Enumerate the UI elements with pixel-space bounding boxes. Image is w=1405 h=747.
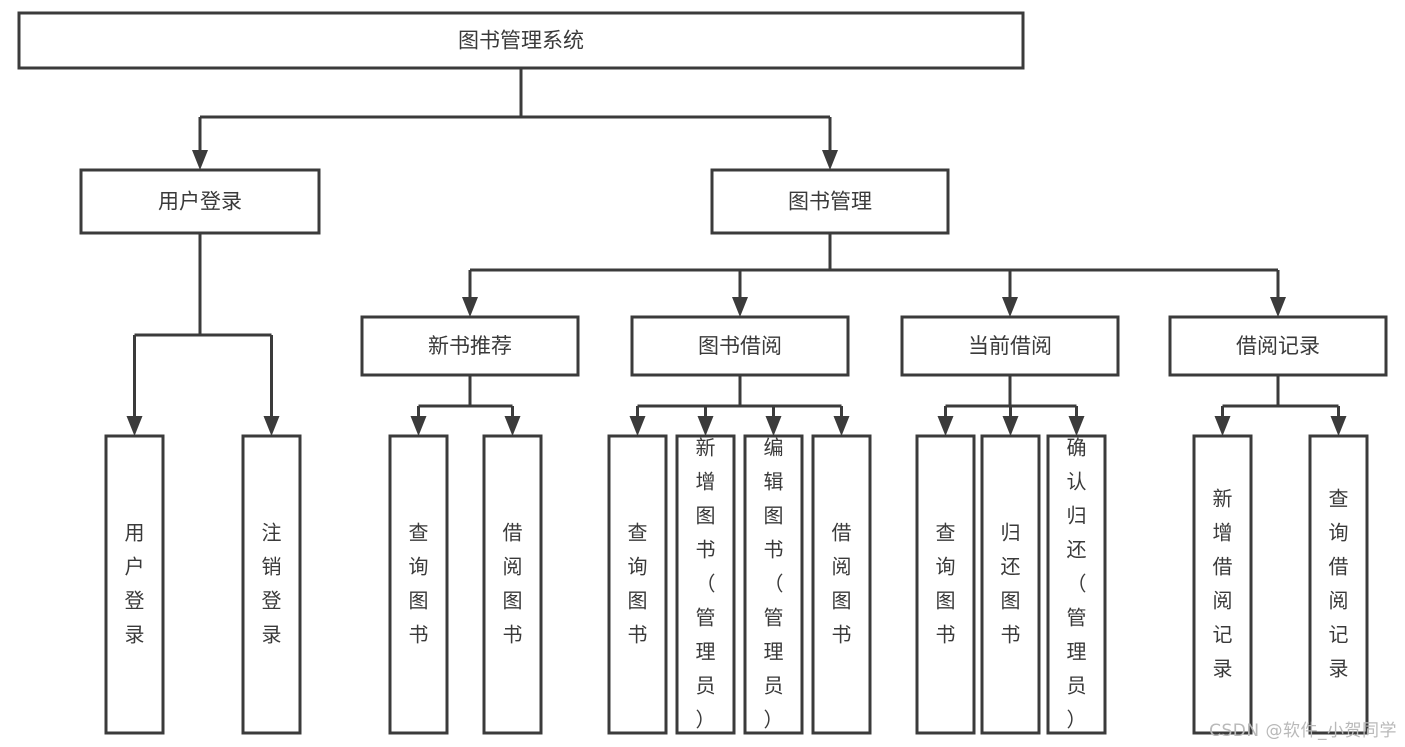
book-manage-to-book-borrow-arrowhead (732, 297, 748, 317)
node-label-borrow-book-2: 借阅图书 (832, 520, 852, 646)
node-new-book-recommend[interactable]: 新书推荐 (360, 315, 580, 377)
node-box-user-login (79, 168, 321, 235)
node-label-query-book-3: 查询图书 (936, 520, 956, 646)
book-borrow-to-query-book-2-arrowhead (629, 416, 646, 436)
root-to-book-manage-arrowhead (822, 150, 838, 170)
node-label-query-book-1: 查询图书 (409, 520, 429, 646)
node-label-add-book: 新增图书（管理员） (696, 435, 716, 731)
node-query-borrow-record[interactable]: 查询借阅记录 (1308, 434, 1369, 735)
node-box-confirm-return (1046, 434, 1107, 735)
node-label-current-borrow: 当前借阅 (968, 334, 1052, 358)
book-manage-to-borrow-record-arrowhead (1270, 297, 1286, 317)
node-label-add-borrow-record: 新增借阅记录 (1213, 486, 1233, 680)
node-box-undefined (17, 11, 1025, 70)
node-query-book-3[interactable]: 查询图书 (915, 434, 976, 735)
node-box-return-book (980, 434, 1041, 735)
node-label-query-book-2: 查询图书 (628, 520, 648, 646)
node-box-book-manage (710, 168, 950, 235)
node-box-user-logout (241, 434, 302, 735)
node-edit-book[interactable]: 编辑图书（管理员） (743, 434, 804, 735)
new-book-recommend-to-borrow-book-1-arrowhead (504, 416, 521, 436)
node-borrow-book-2[interactable]: 借阅图书 (811, 434, 872, 735)
watermark-text: CSDN @软件_小贺同学 (1209, 721, 1397, 741)
node-box-current-borrow (900, 315, 1120, 377)
node-query-book-2[interactable]: 查询图书 (607, 434, 668, 735)
node-box-add-borrow-record (1192, 434, 1253, 735)
node-box-user-login-do (104, 434, 165, 735)
node-return-book[interactable]: 归还图书 (980, 434, 1041, 735)
node-user-logout[interactable]: 注销登录 (241, 434, 302, 735)
node-confirm-return[interactable]: 确认归还（管理员） (1046, 434, 1107, 735)
node-book-borrow[interactable]: 图书借阅 (630, 315, 850, 377)
node-label-return-book: 归还图书 (1001, 520, 1021, 646)
new-book-recommend-to-query-book-1-arrowhead (410, 416, 427, 436)
node-label-user-login-do: 用户登录 (125, 520, 145, 646)
current-borrow-to-query-book-3-arrowhead (937, 416, 954, 436)
node-label-user-logout: 注销登录 (262, 520, 282, 646)
node-box-query-book-2 (607, 434, 668, 735)
node-label-borrow-book-1: 借阅图书 (503, 520, 523, 646)
root-to-user-login-arrowhead (192, 150, 208, 170)
connector-layer (126, 68, 1347, 436)
node-label-user-login: 用户登录 (158, 190, 242, 214)
user-login-to-user-logout-arrowhead (263, 416, 280, 436)
node-layer: 图书管理系统用户登录图书管理新书推荐图书借阅当前借阅借阅记录用户登录注销登录查询… (17, 11, 1388, 735)
node-box-new-book-recommend (360, 315, 580, 377)
node-box-borrow-record (1168, 315, 1388, 377)
node-box-borrow-book-2 (811, 434, 872, 735)
current-borrow-to-return-book-arrowhead (1002, 416, 1019, 436)
node-current-borrow[interactable]: 当前借阅 (900, 315, 1120, 377)
node-label-new-book-recommend: 新书推荐 (428, 334, 512, 358)
node-add-book[interactable]: 新增图书（管理员） (675, 434, 736, 735)
node-box-edit-book (743, 434, 804, 735)
book-manage-to-current-borrow-arrowhead (1002, 297, 1018, 317)
node-label-borrow-record: 借阅记录 (1236, 334, 1320, 358)
node-user-login-do[interactable]: 用户登录 (104, 434, 165, 735)
user-login-to-user-login-do-arrowhead (126, 416, 143, 436)
current-borrow-to-confirm-return-arrowhead (1068, 416, 1085, 436)
node-box-book-borrow (630, 315, 850, 377)
node-label-query-borrow-record: 查询借阅记录 (1329, 486, 1349, 680)
node-label-book-manage: 图书管理 (788, 190, 872, 214)
node-box-borrow-book-1 (482, 434, 543, 735)
node-label-edit-book: 编辑图书（管理员） (764, 435, 784, 731)
node-box-query-book-1 (388, 434, 449, 735)
book-manage-to-new-book-recommend-arrowhead (462, 297, 478, 317)
node-label-book-borrow: 图书借阅 (698, 334, 782, 358)
node-undefined[interactable]: 图书管理系统 (17, 11, 1025, 70)
node-borrow-book-1[interactable]: 借阅图书 (482, 434, 543, 735)
node-box-query-book-3 (915, 434, 976, 735)
node-borrow-record[interactable]: 借阅记录 (1168, 315, 1388, 377)
book-borrow-to-edit-book-arrowhead (765, 416, 782, 436)
borrow-record-to-add-borrow-record-arrowhead (1214, 416, 1231, 436)
node-label-undefined: 图书管理系统 (458, 29, 584, 53)
borrow-record-to-query-borrow-record-arrowhead (1330, 416, 1347, 436)
book-borrow-to-add-book-arrowhead (697, 416, 714, 436)
book-borrow-to-borrow-book-2-arrowhead (833, 416, 850, 436)
node-user-login[interactable]: 用户登录 (79, 168, 321, 235)
node-label-confirm-return: 确认归还（管理员） (1067, 435, 1087, 731)
node-book-manage[interactable]: 图书管理 (710, 168, 950, 235)
node-add-borrow-record[interactable]: 新增借阅记录 (1192, 434, 1253, 735)
node-box-add-book (675, 434, 736, 735)
node-query-book-1[interactable]: 查询图书 (388, 434, 449, 735)
node-box-query-borrow-record (1308, 434, 1369, 735)
